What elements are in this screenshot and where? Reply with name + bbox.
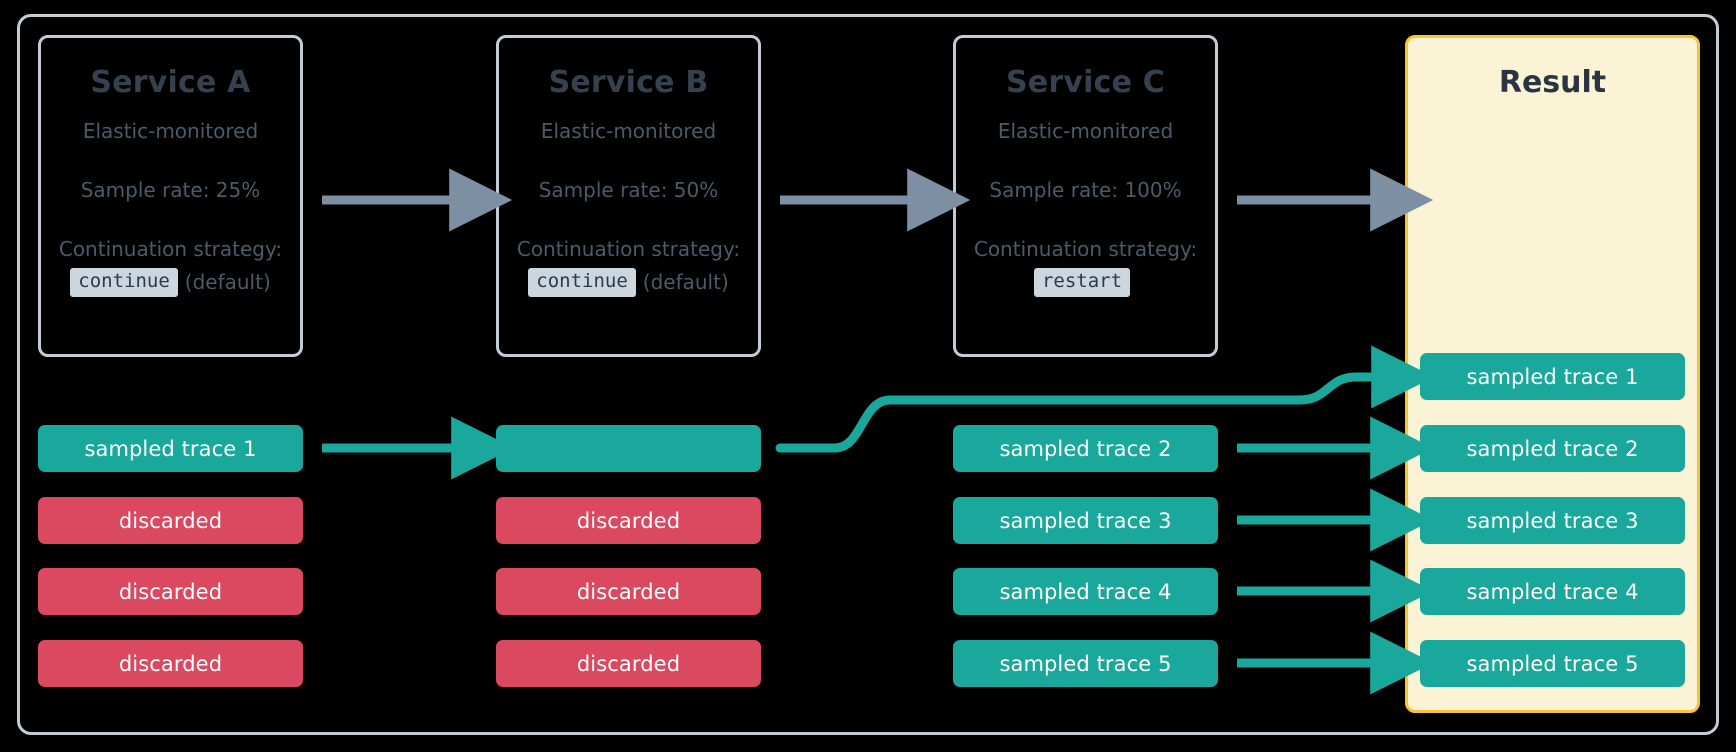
trace-chip-c-1: sampled trace 2 bbox=[953, 425, 1218, 472]
trace-chip-result-1: sampled trace 1 bbox=[1420, 353, 1685, 400]
service-a-strategy-note: (default) bbox=[184, 270, 271, 295]
trace-chip-a-4: discarded bbox=[38, 640, 303, 687]
service-b-sample-rate: Sample rate: 50% bbox=[538, 178, 719, 202]
service-b-strategy-label: Continuation strategy: bbox=[516, 237, 741, 261]
service-c-strategy-value: restart bbox=[1033, 268, 1131, 297]
service-a-strategy-label: Continuation strategy: bbox=[58, 237, 283, 261]
trace-chip-b-3: discarded bbox=[496, 568, 761, 615]
service-c-strategy-row: restart bbox=[956, 268, 1215, 297]
service-b-strategy-note: (default) bbox=[642, 270, 729, 295]
trace-chip-b-4: discarded bbox=[496, 640, 761, 687]
service-a-sample-rate: Sample rate: 25% bbox=[80, 178, 261, 202]
service-card-service-a: Service A Elastic-monitored Sample rate:… bbox=[38, 35, 303, 357]
trace-chip-result-4: sampled trace 4 bbox=[1420, 568, 1685, 615]
service-b-title: Service B bbox=[548, 65, 709, 100]
result-title: Result bbox=[1498, 65, 1607, 100]
service-c-strategy-label: Continuation strategy: bbox=[973, 237, 1198, 261]
service-c-sample-rate: Sample rate: 100% bbox=[989, 178, 1182, 202]
service-c-subtitle: Elastic-monitored bbox=[997, 119, 1174, 143]
service-card-service-c: Service C Elastic-monitored Sample rate:… bbox=[953, 35, 1218, 357]
service-a-title: Service A bbox=[90, 65, 251, 100]
service-b-strategy-row: continue (default) bbox=[499, 268, 758, 297]
trace-chip-a-3: discarded bbox=[38, 568, 303, 615]
trace-chip-c-2: sampled trace 3 bbox=[953, 497, 1218, 544]
trace-chip-c-3: sampled trace 4 bbox=[953, 568, 1218, 615]
service-a-strategy-row: continue (default) bbox=[41, 268, 300, 297]
trace-chip-result-3: sampled trace 3 bbox=[1420, 497, 1685, 544]
service-a-subtitle: Elastic-monitored bbox=[82, 119, 259, 143]
trace-chip-b-2: discarded bbox=[496, 497, 761, 544]
service-b-strategy-value: continue bbox=[528, 268, 636, 297]
trace-chip-result-2: sampled trace 2 bbox=[1420, 425, 1685, 472]
service-c-title: Service C bbox=[1006, 65, 1165, 100]
trace-chip-a-2: discarded bbox=[38, 497, 303, 544]
service-b-subtitle: Elastic-monitored bbox=[540, 119, 717, 143]
trace-chip-b-1 bbox=[496, 425, 761, 472]
trace-chip-a-1: sampled trace 1 bbox=[38, 425, 303, 472]
service-a-strategy-value: continue bbox=[70, 268, 178, 297]
service-card-service-b: Service B Elastic-monitored Sample rate:… bbox=[496, 35, 761, 357]
trace-chip-c-4: sampled trace 5 bbox=[953, 640, 1218, 687]
diagram-outer-frame bbox=[17, 14, 1719, 735]
trace-chip-result-5: sampled trace 5 bbox=[1420, 640, 1685, 687]
